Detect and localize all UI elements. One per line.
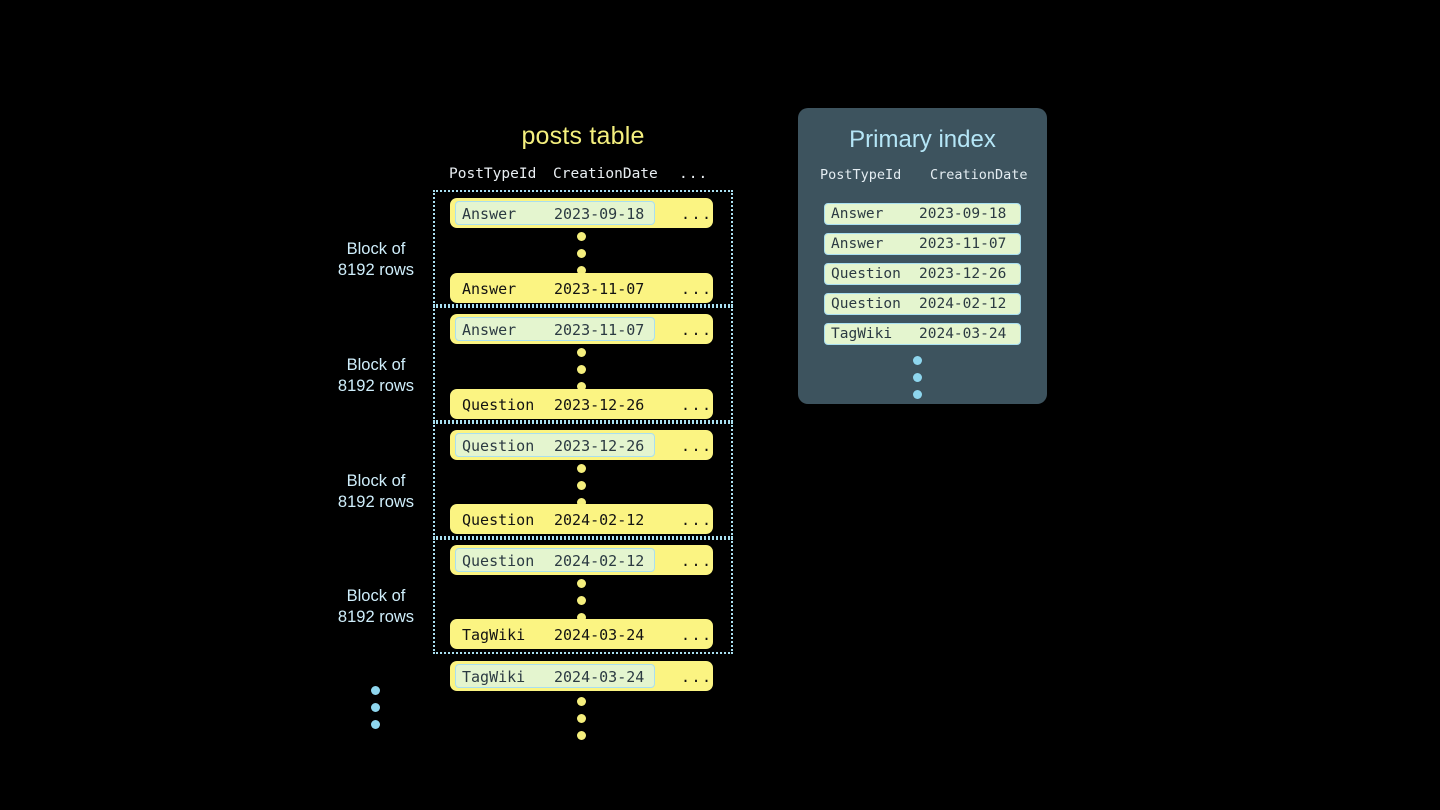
cell-creationdate: 2023-11-07 [554, 280, 645, 298]
cell-posttypeid: Answer [462, 280, 517, 298]
cell-posttypeid: Answer [462, 321, 517, 339]
index-key-highlight [455, 433, 655, 457]
block-label-2: Block of 8192 rows [337, 356, 415, 395]
cell-creationdate: 2024-02-12 [554, 552, 645, 570]
cell-creationdate: 2023-09-18 [554, 205, 645, 223]
index-cell-creationdate: 2023-09-18 [919, 206, 1007, 222]
table-block-2 [433, 306, 733, 422]
column-header-posttypeid: PostTypeId [449, 166, 537, 182]
primary-index-panel: Primary index PostTypeId CreationDate An… [798, 108, 1047, 404]
cell-posttypeid: Question [462, 511, 535, 529]
table-row: Question 2023-12-26 ... [450, 389, 713, 419]
cell-creationdate: 2023-11-07 [554, 321, 645, 339]
index-entry: TagWiki 2024-03-24 [824, 323, 1021, 345]
column-header-creationdate: CreationDate [553, 166, 658, 182]
cell-more: ... [681, 511, 713, 529]
index-cell-creationdate: 2024-02-12 [919, 296, 1007, 312]
primary-index-column-headers: PostTypeId CreationDate [820, 167, 1030, 187]
cell-more: ... [681, 552, 713, 570]
table-block-3 [433, 422, 733, 538]
table-row: Answer 2023-11-07 ... [450, 314, 713, 344]
index-cell-creationdate: 2023-12-26 [919, 266, 1007, 282]
primary-index-title: Primary index [849, 126, 996, 153]
cell-creationdate: 2023-12-26 [554, 396, 645, 414]
table-row: Question 2024-02-12 ... [450, 545, 713, 575]
cell-posttypeid: Question [462, 552, 535, 570]
cell-posttypeid: Answer [462, 205, 517, 223]
index-column-header-posttypeid: PostTypeId [820, 167, 902, 183]
index-continues-ellipsis-icon [913, 356, 923, 399]
block-label-1: Block of 8192 rows [337, 240, 415, 279]
index-key-highlight [455, 317, 655, 341]
index-cell-posttypeid: Answer [831, 206, 884, 222]
cell-posttypeid: TagWiki [462, 626, 526, 644]
cell-more: ... [681, 396, 713, 414]
index-cell-creationdate: 2023-11-07 [919, 236, 1007, 252]
posts-table-title: posts table [521, 122, 645, 150]
index-entry: Question 2024-02-12 [824, 293, 1021, 315]
index-cell-posttypeid: Answer [831, 236, 884, 252]
table-continues-ellipsis-icon [577, 697, 587, 740]
cell-creationdate: 2024-02-12 [554, 511, 645, 529]
cell-more: ... [681, 437, 713, 455]
index-cell-posttypeid: Question [831, 296, 901, 312]
column-header-more: ... [679, 166, 709, 182]
index-key-highlight [455, 201, 655, 225]
index-entry: Question 2023-12-26 [824, 263, 1021, 285]
index-key-highlight [455, 548, 655, 572]
posts-table-column-headers: PostTypeId CreationDate ... [449, 166, 713, 186]
index-cell-creationdate: 2024-03-24 [919, 326, 1007, 342]
table-block-1 [433, 190, 733, 306]
row-ellipsis-icon [577, 464, 587, 507]
table-row: Answer 2023-11-07 ... [450, 273, 713, 303]
index-column-header-creationdate: CreationDate [930, 167, 1028, 183]
cell-creationdate: 2023-12-26 [554, 437, 645, 455]
cell-more: ... [681, 205, 713, 223]
index-cell-posttypeid: TagWiki [831, 326, 893, 342]
cell-posttypeid: TagWiki [462, 668, 526, 686]
cell-more: ... [681, 321, 713, 339]
table-row: TagWiki 2024-03-24 ... [450, 661, 713, 691]
cell-creationdate: 2024-03-24 [554, 668, 645, 686]
table-block-4 [433, 538, 733, 654]
table-row: Question 2023-12-26 ... [450, 430, 713, 460]
block-label-3: Block of 8192 rows [337, 472, 415, 511]
cell-posttypeid: Question [462, 437, 535, 455]
index-key-highlight [455, 664, 655, 688]
index-entry: Answer 2023-11-07 [824, 233, 1021, 255]
row-ellipsis-icon [577, 232, 587, 275]
cell-creationdate: 2024-03-24 [554, 626, 645, 644]
table-row: TagWiki 2024-03-24 ... [450, 619, 713, 649]
block-label-4: Block of 8192 rows [337, 587, 415, 626]
cell-more: ... [681, 626, 713, 644]
row-ellipsis-icon [577, 348, 587, 391]
index-entry: Answer 2023-09-18 [824, 203, 1021, 225]
table-row: Question 2024-02-12 ... [450, 504, 713, 534]
cell-more: ... [681, 280, 713, 298]
cell-posttypeid: Question [462, 396, 535, 414]
row-ellipsis-icon [577, 579, 587, 622]
index-cell-posttypeid: Question [831, 266, 901, 282]
blocks-continue-ellipsis-icon [371, 686, 381, 729]
table-row: Answer 2023-09-18 ... [450, 198, 713, 228]
cell-more: ... [681, 668, 713, 686]
